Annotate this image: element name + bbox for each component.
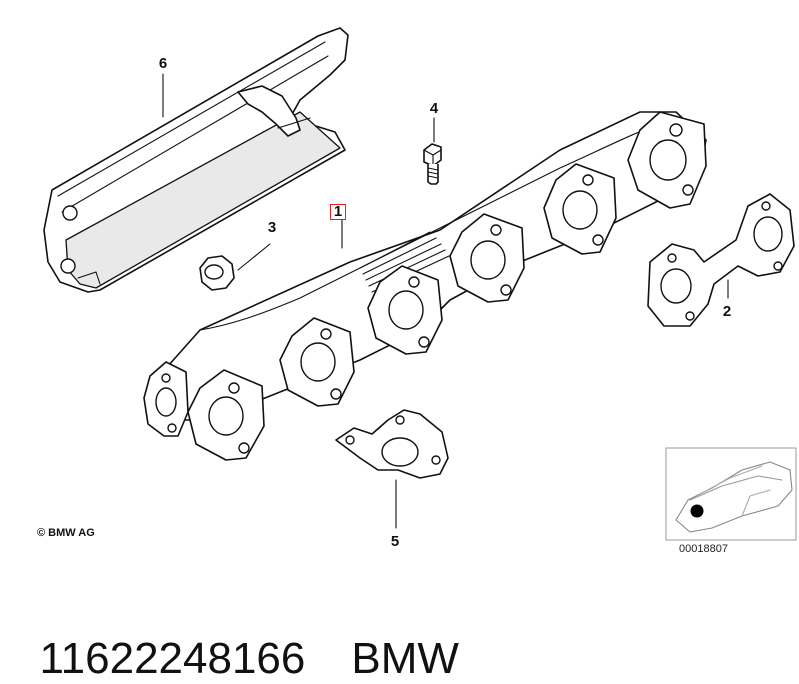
exploded-parts-diagram — [43, 27, 797, 541]
callout-1-highlighted[interactable]: 1 — [330, 204, 346, 220]
copyright-notice: © BMW AG — [37, 527, 95, 539]
part-caption: 11622248166 BMW — [15, 584, 459, 684]
callout-6[interactable]: 6 — [158, 55, 168, 72]
callout-4[interactable]: 4 — [429, 100, 439, 117]
callout-3[interactable]: 3 — [267, 219, 277, 236]
bolt-part-4[interactable] — [423, 143, 442, 185]
reference-code: 00018807 — [679, 543, 728, 555]
nut-part-3[interactable] — [199, 255, 235, 291]
callout-5[interactable]: 5 — [390, 533, 400, 550]
single-gasket-part-5[interactable] — [335, 409, 449, 479]
locator-thumbnail — [665, 447, 797, 541]
heat-shield-part-6[interactable] — [43, 27, 349, 293]
double-gasket-part-2[interactable] — [647, 193, 795, 327]
part-number: 11622248166 — [39, 634, 306, 683]
brand-name: BMW — [351, 634, 459, 683]
leader-line-3 — [237, 243, 271, 271]
callout-2[interactable]: 2 — [722, 303, 732, 320]
exhaust-manifold-part-1[interactable] — [143, 111, 707, 461]
